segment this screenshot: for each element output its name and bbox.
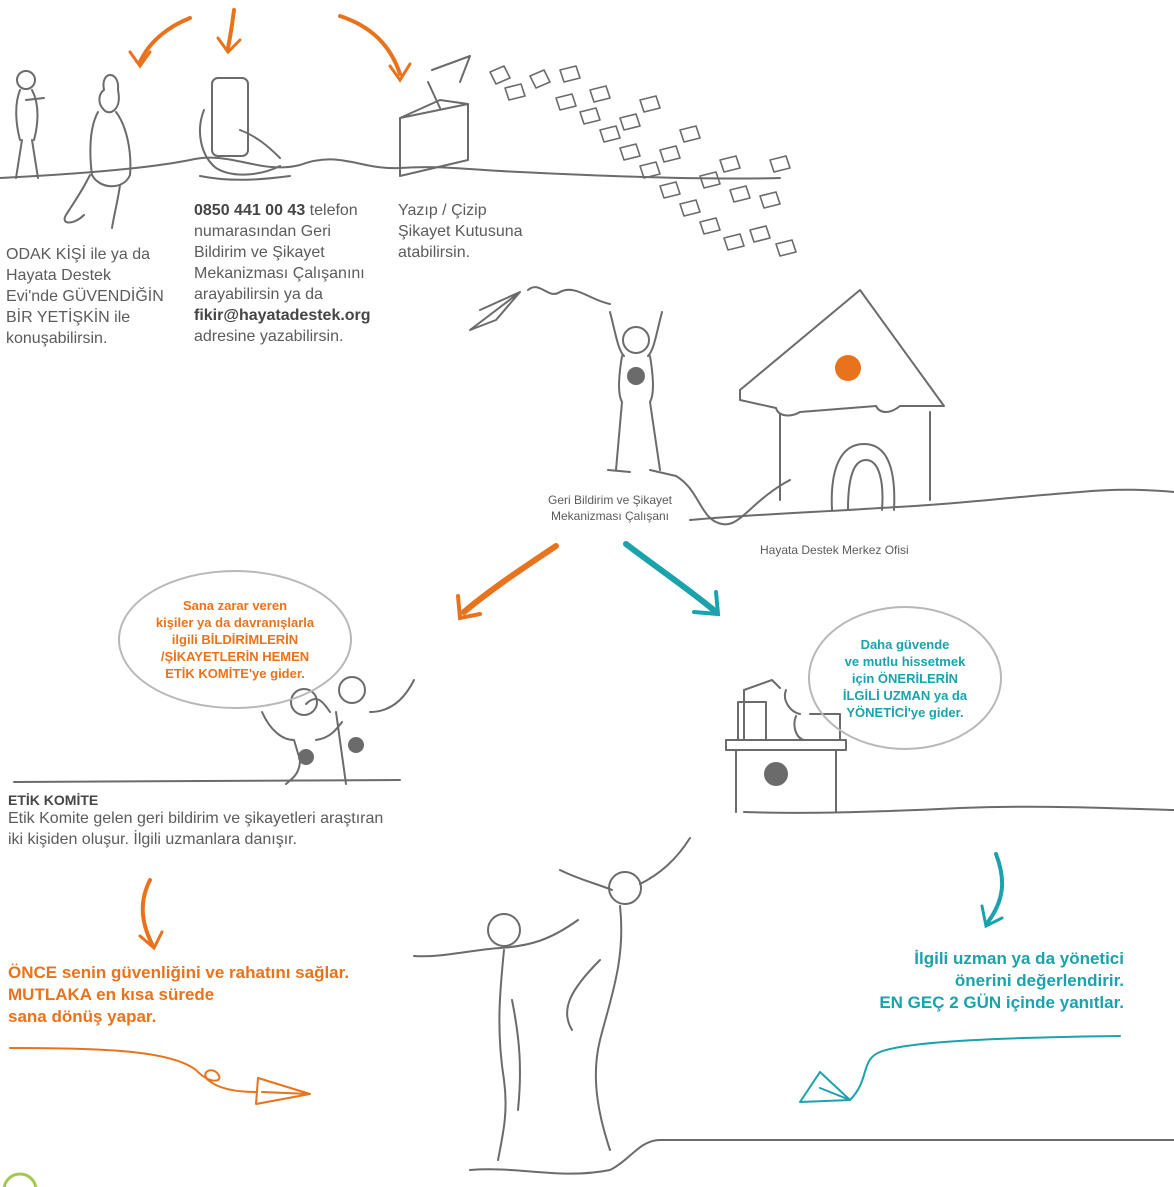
text-line: Etik Komite gelen geri bildirim ve şikay… bbox=[8, 810, 384, 827]
committee-result: ÖNCE senin güvenliğini ve rahatını sağla… bbox=[8, 962, 368, 1028]
orange-arrow-left bbox=[138, 16, 192, 64]
text-line: Mekanizması Çalışanı bbox=[550, 509, 670, 523]
text-line: atabilirsin. bbox=[398, 244, 471, 261]
text-line: YÖNETİCİ'ye gider. bbox=[846, 704, 964, 720]
text-line: /ŞİKAYETLERİN HEMEN bbox=[160, 649, 310, 664]
text-line: kişiler ya da davranışlarla bbox=[155, 615, 315, 630]
envelope-stream bbox=[489, 65, 797, 257]
logo-mark bbox=[835, 355, 861, 381]
phone-number: 0850 441 00 43 bbox=[194, 202, 306, 219]
text-line: ilgili BİLDİRİMLERİN bbox=[171, 632, 299, 647]
text-line: iki kişiden oluşur. İlgili uzmanlara dan… bbox=[8, 831, 298, 848]
step-phone-text: 0850 441 00 43 telefon numarasından Geri… bbox=[194, 200, 394, 347]
orange-arrow-committee bbox=[461, 543, 559, 615]
text-line: konuşabilirsin. bbox=[6, 330, 108, 347]
top-ground-line bbox=[0, 156, 781, 180]
text-line: arayabilirsin ya da bbox=[194, 286, 323, 303]
text-line: Daha güvende bbox=[860, 636, 950, 652]
orange-arrow-right bbox=[338, 14, 402, 76]
office-house bbox=[739, 289, 945, 511]
expert-ground-line bbox=[743, 805, 1174, 814]
text-line: İlgili uzman ya da yönetici bbox=[914, 949, 1124, 968]
text-line: Geri Bildirim ve Şikayet bbox=[547, 493, 673, 507]
right-ground-line bbox=[689, 488, 1174, 521]
text-line: adresine yazabilirsin. bbox=[194, 328, 344, 345]
step-talk-text: ODAK KİŞİ ile ya da Hayata Destek Evi'nd… bbox=[6, 244, 176, 349]
teal-arrow-down bbox=[986, 852, 1005, 924]
step-box-text: Yazıp / Çizip Şikayet Kutusuna atabilirs… bbox=[398, 200, 548, 263]
text-line: ODAK KİŞİ ile ya da bbox=[6, 246, 151, 263]
text-line: Mekanizması Çalışanını bbox=[194, 265, 365, 282]
text-line: İLGİLİ UZMAN ya da bbox=[842, 687, 968, 703]
expert-bubble: Daha güvende ve mutlu hissetmek için ÖNE… bbox=[808, 606, 1002, 750]
orange-arrow-middle bbox=[226, 8, 236, 50]
girl-figure bbox=[63, 74, 132, 229]
committee-info: ETİK KOMİTE Etik Komite gelen geri bildi… bbox=[8, 792, 408, 850]
dancing-kids bbox=[413, 837, 691, 1161]
paper-plane-left bbox=[469, 286, 611, 331]
text-line: Yazıp / Çizip bbox=[398, 202, 487, 219]
child-figure bbox=[15, 70, 45, 179]
expert-result: İlgili uzman ya da yönetici önerini değe… bbox=[820, 948, 1124, 1014]
text-line: Bildirim ve Şikayet bbox=[194, 244, 325, 261]
text-line: için ÖNERİLERİN bbox=[851, 670, 959, 686]
teal-plane bbox=[799, 1035, 1121, 1103]
text-line: ETİK KOMİTE'ye gider. bbox=[165, 666, 305, 681]
office-caption: Hayata Destek Merkez Ofisi bbox=[760, 543, 909, 557]
worker-caption: Geri Bildirim ve Şikayet Mekanizması Çal… bbox=[520, 492, 700, 524]
text-line: Şikayet Kutusuna bbox=[398, 223, 523, 240]
text-line: ve mutlu hissetmek bbox=[844, 653, 966, 669]
text-line: Sana zarar veren bbox=[182, 598, 288, 613]
text-line: BİR YETİŞKİN ile bbox=[6, 309, 131, 326]
text-line: önerini değerlendirir. bbox=[954, 971, 1124, 990]
worker-figure bbox=[607, 311, 791, 526]
text-line: ÖNCE senin güvenliğini ve rahatını sağla… bbox=[8, 963, 350, 982]
orange-plane bbox=[9, 1047, 311, 1105]
phone-illustration bbox=[199, 77, 291, 181]
text-line: numarasından Geri bbox=[194, 223, 331, 240]
expert-desk bbox=[725, 679, 847, 813]
orange-arrow-down bbox=[140, 878, 154, 946]
bottom-ground-line bbox=[469, 1139, 1174, 1175]
text-line: MUTLAKA en kısa sürede bbox=[8, 985, 215, 1004]
text-line: Evi'nde GÜVENDİĞİN bbox=[6, 288, 164, 305]
committee-bubble: Sana zarar veren kişiler ya da davranışl… bbox=[118, 570, 352, 709]
complaint-box bbox=[399, 55, 471, 177]
email-address: fikir@hayatadestek.org bbox=[194, 307, 371, 324]
committee-title: ETİK KOMİTE bbox=[8, 792, 99, 808]
text-line: sana dönüş yapar. bbox=[8, 1007, 157, 1026]
committee-ground-line bbox=[13, 779, 401, 783]
text-line: EN GEÇ 2 GÜN içinde yanıtlar. bbox=[879, 993, 1124, 1012]
teal-arrow-expert bbox=[623, 541, 719, 615]
text-line: Hayata Destek bbox=[6, 267, 111, 284]
text-line: telefon bbox=[305, 202, 358, 219]
